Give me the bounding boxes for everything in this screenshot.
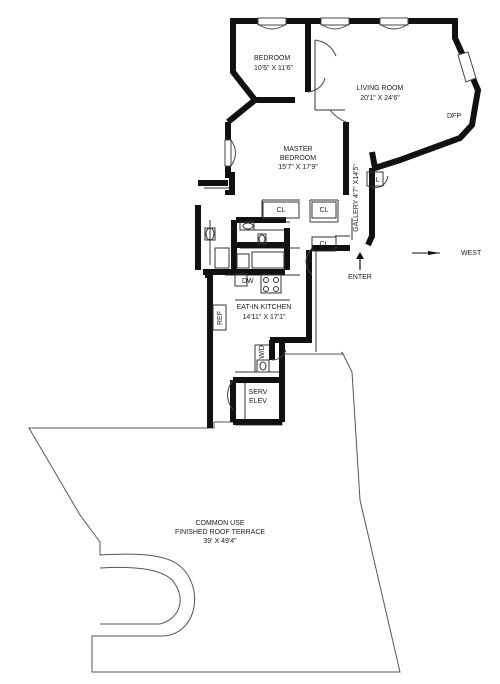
west-arrow-icon [412, 251, 440, 255]
dishwasher-label: DW [242, 278, 254, 285]
living-room-name: LIVING ROOM [357, 85, 404, 92]
kitchen-dims: 14'11" X 17'1" [243, 314, 286, 321]
closet-label: CL [320, 207, 329, 214]
kitchen-name: EAT-IN KITCHEN [237, 304, 292, 311]
serv-elev-line2: ELEV [249, 398, 267, 405]
terrace-line2: FINISHED ROOF TERRACE [175, 529, 265, 536]
closets [262, 171, 384, 252]
kitchen-fixtures [212, 273, 282, 373]
west-label: WEST [461, 250, 482, 257]
windows [224, 17, 477, 167]
door-swings [227, 23, 409, 411]
master-bedroom-name-2: BEDROOM [280, 155, 316, 162]
terrace-line1: COMMON USE [196, 520, 245, 527]
living-room-dims: 20'1" X 24'6" [360, 95, 400, 102]
closet-label: CL [277, 207, 286, 214]
bedroom-dims: 10'6" X 11'6" [254, 65, 294, 72]
washer-dryer-label: W/D [259, 345, 266, 359]
bath-fixtures [204, 221, 285, 269]
entry-arrow-icon [356, 252, 364, 270]
walls [195, 18, 482, 428]
closet-label: CL [320, 241, 329, 248]
terrace-outline [28, 351, 401, 673]
master-bedroom-name-1: MASTER [283, 146, 312, 153]
refrigerator-label: REF [217, 311, 224, 325]
terrace-dims: 39' X 49'4" [203, 538, 237, 545]
serv-elev-line1: SERV [249, 389, 268, 396]
bedroom-name: BEDROOM [254, 55, 290, 62]
dfp-label: DFP [447, 113, 461, 120]
gallery-label: GALLERY 4'7" X14'5" [353, 164, 360, 232]
enter-label: ENTER [348, 274, 372, 281]
closet-label: CL [371, 177, 380, 184]
master-bedroom-dims: 15'7" X 17'9" [278, 164, 318, 171]
